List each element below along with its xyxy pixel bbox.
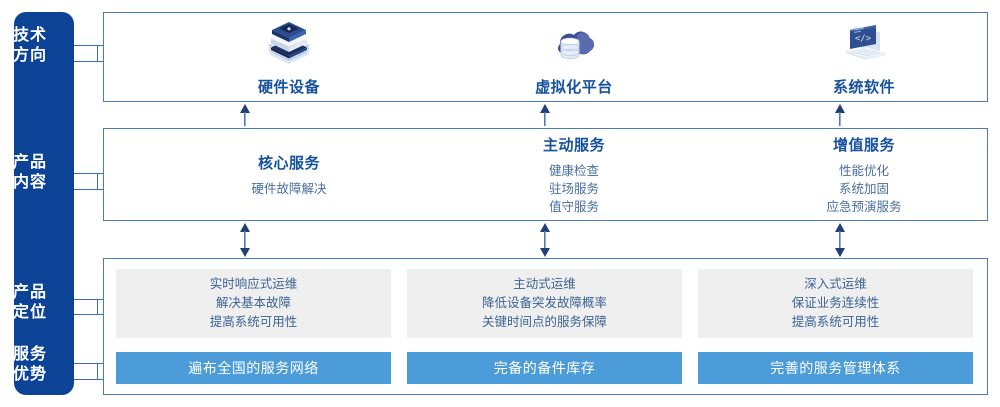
product-content-panel: 核心服务 硬件故障解决 主动服务 健康检查 驻场服务 值守服务 增值服务 性能优… [103,128,988,221]
product-positioning-panel: 实时响应式运维 解决基本故障 提高系统可用性 主动式运维 降低设备突发故障概率 … [103,258,988,395]
tech-label-hardware: 硬件设备 [257,78,320,96]
content-column-proactive-service[interactable]: 主动服务 健康检查 驻场服务 值守服务 [449,129,699,220]
positioning-line: 深入式运维 [804,277,867,291]
arrow-up-system-software [833,104,847,131]
content-item: 应急预演服务 [826,199,902,214]
content-item: 值守服务 [548,199,599,214]
positioning-box-proactive[interactable]: 主动式运维 降低设备突发故障概率 关键时间点的服务保障 [407,269,682,338]
content-item: 硬件故障解决 [251,181,327,196]
positioning-line: 主动式运维 [513,277,576,291]
positioning-line: 关键时间点的服务保障 [481,315,607,329]
rail-label-service-advantage-line2: 优势 [12,366,47,383]
advantage-bar-spare-parts[interactable]: 完备的备件库存 [407,352,682,384]
rail-label-tech-direction: 技术 方向 [0,26,60,66]
content-item: 健康检查 [548,163,599,178]
advantage-bar-label: 遍布全国的服务网络 [188,360,319,376]
laptop-code-icon: </> [836,18,892,74]
rail-label-product-content-line1: 产品 [12,154,47,171]
rail-label-product-positioning-line1: 产品 [12,284,47,301]
positioning-line: 提高系统可用性 [209,315,298,329]
arrow-up-virtualization [538,104,552,131]
positioning-line: 降低设备突发故障概率 [481,296,607,310]
advantage-bar-management-system[interactable]: 完善的服务管理体系 [698,352,973,384]
rail-label-product-content-line2: 内容 [12,174,47,191]
connector-content-lower [74,189,103,190]
tech-label-system-software: 系统软件 [832,78,895,96]
positioning-box-indepth[interactable]: 深入式运维 保证业务连续性 提高系统可用性 [698,269,973,338]
connector-positioning-upper [74,299,103,300]
connector-advantage-vertical [97,363,98,380]
rail-label-service-advantage-line1: 服务 [12,346,47,363]
connector-advantage-upper [74,363,103,364]
content-item: 系统加固 [838,181,889,196]
connector-positioning-vertical [97,299,98,315]
stacked-servers-icon [261,18,317,74]
left-rail [14,12,74,395]
positioning-box-realtime[interactable]: 实时响应式运维 解决基本故障 提高系统可用性 [116,269,391,338]
arrow-double-hardware [238,223,252,262]
connector-advantage-lower [74,379,103,380]
positioning-line: 实时响应式运维 [209,277,298,291]
advantage-bar-label: 完善的服务管理体系 [770,360,901,376]
rail-label-product-positioning-line2: 定位 [12,304,47,321]
rail-label-tech-direction-line1: 技术 [12,27,47,44]
rail-label-product-content: 产品 内容 [0,153,60,193]
positioning-line: 保证业务连续性 [791,296,880,310]
advantage-bar-label: 完备的备件库存 [493,360,596,376]
arrow-double-virtualization [538,223,552,262]
positioning-line: 提高系统可用性 [791,315,880,329]
connector-positioning-lower [74,314,103,315]
content-item: 驻场服务 [548,181,599,196]
rail-label-service-advantage: 服务 优势 [0,345,60,385]
tech-column-system-software[interactable]: </> 系统软件 [739,13,989,101]
connector-content-upper [74,173,103,174]
arrow-up-hardware [238,104,252,131]
tech-column-hardware[interactable]: 硬件设备 [164,13,414,101]
connector-tech-lower [74,61,103,62]
connector-tech-upper [74,45,103,46]
advantage-bar-network[interactable]: 遍布全国的服务网络 [116,352,391,384]
arrow-double-system-software [833,223,847,262]
content-title-value-added-service: 增值服务 [832,136,895,154]
content-title-proactive-service: 主动服务 [542,136,605,154]
content-column-value-added-service[interactable]: 增值服务 性能优化 系统加固 应急预演服务 [739,129,989,220]
rail-label-tech-direction-line2: 方向 [12,47,47,64]
rail-label-product-positioning: 产品 定位 [0,283,60,323]
tech-direction-panel: 硬件设备 虚拟化平台 [103,12,988,102]
svg-text:</>: </> [855,34,872,44]
connector-tech-vertical [97,45,98,62]
content-title-core-service: 核心服务 [257,154,320,172]
content-item: 性能优化 [838,163,889,178]
connector-content-vertical [97,173,98,190]
positioning-line: 解决基本故障 [215,296,291,310]
content-column-core-service[interactable]: 核心服务 硬件故障解决 [164,129,414,220]
tech-column-virtualization[interactable]: 虚拟化平台 [449,13,699,101]
tech-label-virtualization: 虚拟化平台 [535,78,613,96]
cloud-database-icon [546,18,602,74]
